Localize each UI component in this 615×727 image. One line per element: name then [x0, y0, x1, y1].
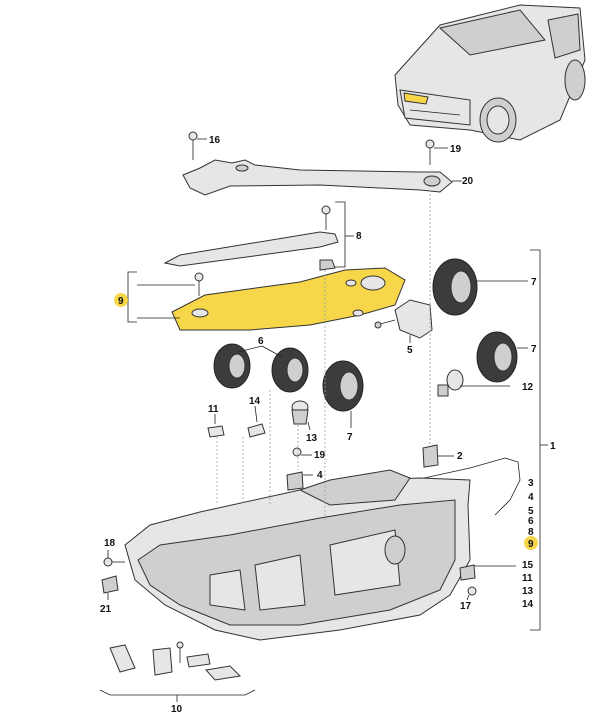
screw-18 — [103, 550, 125, 567]
screw-19-top — [425, 139, 448, 165]
label-6: 6 — [258, 336, 264, 347]
label-7-top: 7 — [531, 277, 537, 288]
bulb-12 — [437, 369, 510, 397]
label-14-list: 14 — [522, 599, 534, 610]
label-4-small: 4 — [317, 470, 323, 481]
bracket-20 — [182, 159, 453, 196]
screw-10 — [176, 641, 184, 663]
label-3: 3 — [528, 478, 534, 489]
label-18: 18 — [104, 538, 116, 549]
cap-6-right — [271, 347, 309, 393]
cap-6-left — [213, 343, 251, 389]
bulb-11 — [207, 425, 225, 438]
label-11-top: 11 — [208, 404, 219, 415]
nut-8 — [319, 259, 336, 271]
connector-2 — [422, 444, 439, 468]
label-21: 21 — [100, 604, 112, 615]
assembly-guide-lines — [216, 190, 431, 520]
label-9-top-badge — [114, 293, 128, 307]
label-13-top: 13 — [306, 433, 318, 444]
label-19-lower: 19 — [314, 450, 326, 461]
cover-strip-8 — [163, 231, 339, 267]
label-12: 12 — [522, 382, 534, 393]
screw-19-lower — [292, 447, 312, 457]
label-9-list: 9 — [528, 539, 534, 550]
label-5: 5 — [407, 345, 413, 356]
bracket-10c — [186, 653, 211, 668]
label-9-list-badge — [524, 536, 538, 550]
label-13-list: 13 — [522, 586, 534, 597]
actuator-5 — [374, 299, 433, 343]
label-11-list: 11 — [522, 573, 533, 584]
label-10: 10 — [171, 704, 183, 715]
seal-3 — [414, 457, 521, 516]
cap-7-middle — [322, 360, 364, 412]
car-illustration — [394, 4, 586, 143]
label-8-list: 8 — [528, 527, 534, 538]
label-6-list: 6 — [528, 516, 534, 527]
headlight-housing — [124, 469, 471, 641]
label-20: 20 — [462, 176, 474, 187]
screw-8 — [321, 205, 331, 230]
bulb-14 — [247, 423, 266, 438]
label-4: 4 — [528, 492, 534, 503]
label-19-top: 19 — [450, 144, 462, 155]
label-16: 16 — [209, 135, 221, 146]
cap-7-right — [476, 331, 518, 383]
label-7-middle: 7 — [347, 432, 353, 443]
label-1: 1 — [550, 441, 556, 452]
label-5-list: 5 — [528, 506, 534, 517]
holder-4 — [286, 471, 304, 491]
socket-13 — [291, 400, 309, 425]
cap-7-top — [432, 258, 478, 316]
cover-9-highlighted — [171, 267, 406, 331]
label-7-right: 7 — [531, 344, 537, 355]
label-9-top: 9 — [118, 296, 124, 307]
bracket-10b — [152, 647, 173, 676]
screw-16 — [188, 131, 207, 160]
bracket-10a — [109, 644, 136, 673]
label-15: 15 — [522, 560, 534, 571]
clip-21 — [101, 575, 119, 594]
label-2: 2 — [457, 451, 463, 462]
label-17: 17 — [460, 601, 472, 612]
label-8-top: 8 — [356, 231, 362, 242]
bracket-10d — [205, 665, 242, 681]
clip-15 — [459, 564, 476, 581]
screw-17 — [466, 586, 477, 601]
label-14-top: 14 — [249, 396, 261, 407]
screw-9 — [194, 272, 204, 296]
